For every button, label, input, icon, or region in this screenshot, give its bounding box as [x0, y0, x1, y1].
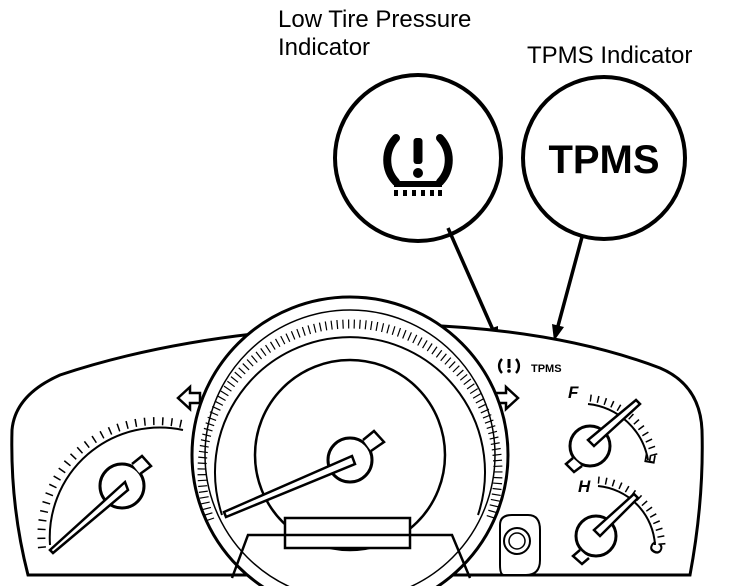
speedometer-gauge	[190, 295, 510, 586]
tpms-pointer-line	[556, 236, 584, 327]
tpms-pointer-head	[552, 324, 564, 341]
fuel-full-label: F	[568, 383, 579, 402]
temp-hot-label: H	[578, 477, 591, 496]
tachometer-gauge	[37, 417, 188, 555]
odometer-display	[283, 516, 412, 550]
speedometer-needle	[222, 454, 357, 519]
tpms-callout-circle	[521, 75, 687, 241]
cluster-tpms-indicator: TPMS	[531, 363, 562, 375]
low-tire-pressure-icon	[383, 134, 453, 196]
turn-signal-left-icon	[176, 384, 202, 412]
low-tire-pressure-callout	[333, 73, 503, 243]
temperature-gauge: H C	[571, 476, 668, 566]
tpms-callout-text: TPMS	[548, 138, 659, 182]
low-tire-pressure-label-line1: Low Tire Pressure	[278, 6, 472, 33]
temperature-needle	[592, 492, 640, 538]
fuel-needle	[586, 398, 642, 448]
fuel-gauge: F E	[564, 383, 660, 474]
cluster-low-tire-pressure-icon	[497, 358, 521, 374]
low-tire-pressure-pointer-line	[446, 227, 495, 331]
tachometer-needle	[48, 479, 130, 555]
low-tire-pressure-label: Low Tire Pressure Indicator	[278, 6, 471, 62]
tpms-indicator-label: TPMS Indicator	[527, 42, 693, 69]
low-tire-pressure-label-line2: Indicator	[278, 34, 371, 61]
trip-reset-knob	[499, 514, 541, 576]
tpms-callout: TPMS	[521, 75, 687, 241]
pointer-arrows	[446, 227, 584, 343]
fuel-empty-label: E	[641, 453, 659, 466]
